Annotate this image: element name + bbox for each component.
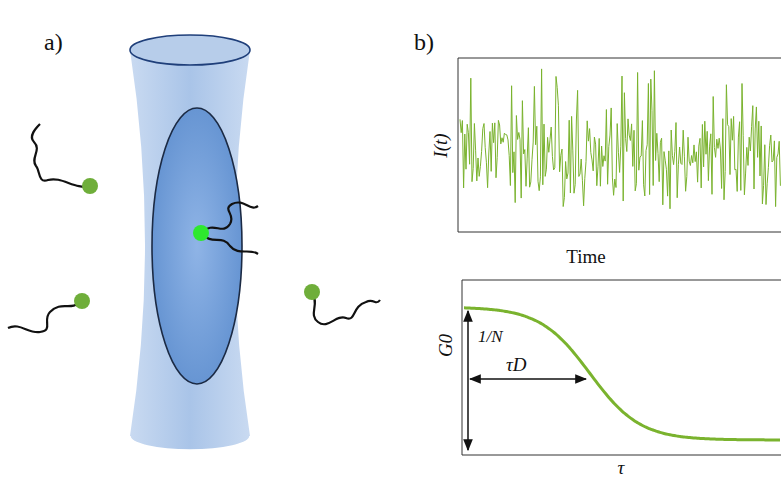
amplitude-label: 1/N [478, 328, 503, 345]
intensity-plot [458, 58, 781, 232]
molecule-tail [201, 202, 258, 254]
axis-label: G0 [436, 333, 455, 356]
panel-label: a) [44, 30, 63, 54]
fluorophore-dot [193, 225, 209, 241]
time-constant-label: τD [506, 355, 527, 374]
correlation-plot [462, 280, 781, 455]
fluorophore-dot [74, 293, 90, 309]
fluorophores [8, 124, 380, 332]
fluorophore-dot [82, 178, 98, 194]
amplitude-arrow [467, 311, 469, 450]
focal-volume [130, 35, 250, 450]
axis-label: I(t) [430, 133, 449, 157]
panel-label: b) [414, 30, 434, 54]
time-arrow [470, 378, 586, 380]
axis-label: Time [566, 247, 605, 266]
molecule-tail [8, 301, 82, 332]
molecule-tail [32, 124, 90, 187]
fluorophore-dot [304, 284, 320, 300]
molecule-tail [312, 292, 380, 324]
axis-label: τ [618, 458, 625, 477]
